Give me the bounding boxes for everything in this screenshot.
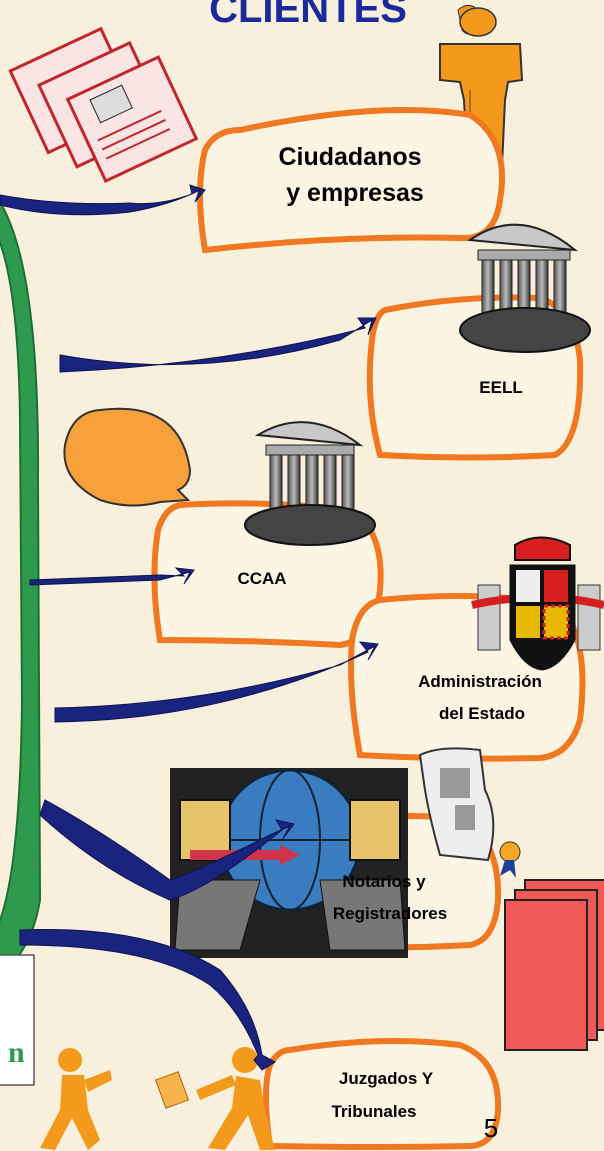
label-estado-line1: Administración: [418, 672, 542, 691]
label-juzgados-line2: Tribunales: [331, 1102, 416, 1121]
coat-of-arms-icon: [471, 536, 604, 671]
arrow-to-estado: [54, 641, 379, 723]
bubble-ciudadanos: [197, 107, 505, 254]
arrow-to-ciudadanos: [0, 184, 206, 216]
page-number: 5: [484, 1113, 498, 1143]
arrow-to-juzgados: [19, 929, 277, 1071]
scroll-icon: [418, 747, 521, 878]
label-estado-line2: del Estado: [439, 704, 525, 723]
bottom-left-box: [0, 954, 35, 1086]
bubble-juzgados: [263, 1038, 502, 1150]
label-notarios-line2: Registradores: [333, 904, 447, 923]
floppy-disks-icon: [8, 26, 199, 183]
arrows: [0, 184, 379, 1071]
label-ciudadanos-line1: Ciudadanos: [278, 143, 421, 171]
label-ccaa: CCAA: [237, 569, 286, 588]
network-computers-icon: [170, 768, 408, 958]
runners-icon: [40, 1047, 275, 1150]
arrow-to-eell: [59, 317, 377, 373]
page-title: CLIENTES: [209, 0, 407, 31]
speech-bubble-shape: [63, 407, 192, 507]
arrow-to-ccaa: [29, 567, 195, 586]
red-documents-icon: [504, 879, 604, 1051]
building-icon: [459, 223, 591, 353]
green-band: [0, 200, 42, 976]
building-icon: [244, 421, 376, 546]
bottom-left-fragment: n: [8, 1036, 25, 1069]
arrow-to-notarios: [39, 799, 295, 901]
label-notarios-line1: Notarios y: [342, 872, 426, 891]
label-ciudadanos-line2: y empresas: [286, 179, 424, 207]
label-eell: EELL: [479, 378, 522, 397]
label-juzgados-line1: Juzgados Y: [339, 1069, 434, 1088]
